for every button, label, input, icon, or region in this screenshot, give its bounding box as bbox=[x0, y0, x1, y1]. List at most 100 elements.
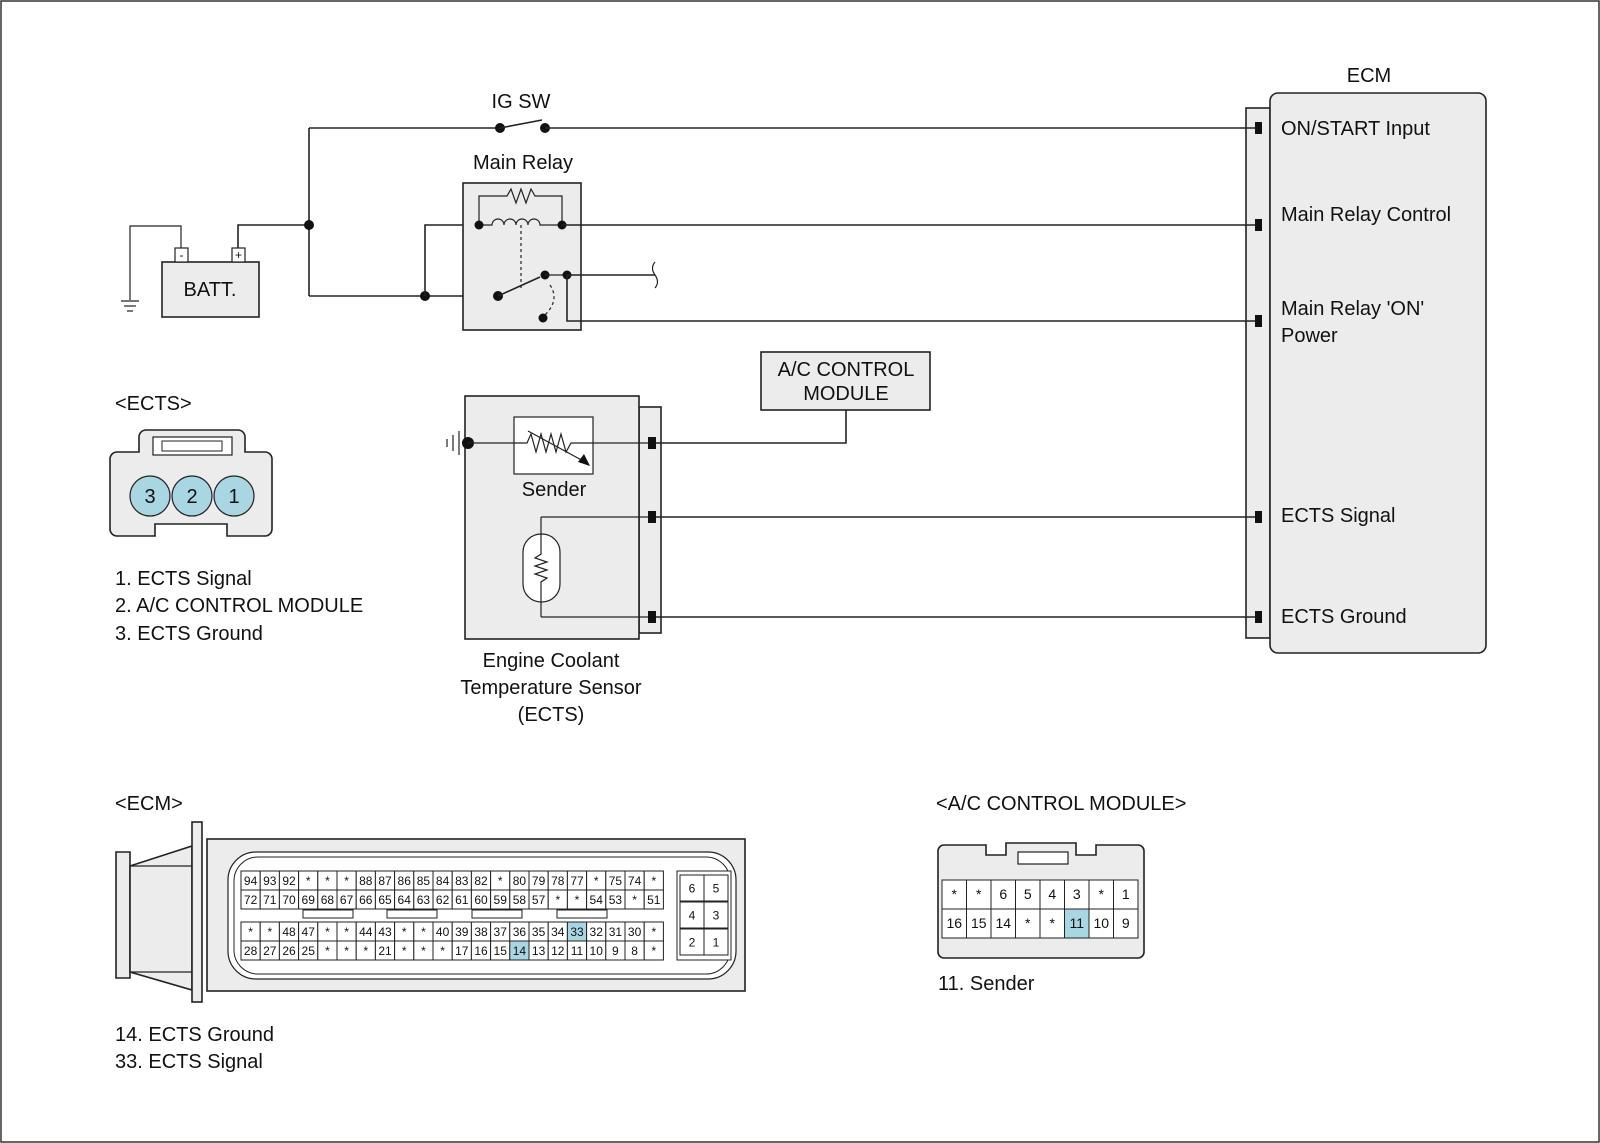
ecm-key-tab bbox=[471, 909, 523, 919]
ecm-connector-strip bbox=[1245, 107, 1271, 639]
pin-number: 80 bbox=[513, 874, 527, 888]
ecm-pin: * bbox=[317, 940, 338, 961]
ac-pin: 6 bbox=[990, 879, 1016, 910]
pin-number: 84 bbox=[436, 874, 450, 888]
pin-number: 35 bbox=[532, 925, 546, 939]
pin-number: 16 bbox=[474, 944, 488, 958]
ects-connector-latch bbox=[152, 436, 233, 456]
ac-legend-item: 11. Sender bbox=[938, 973, 1035, 995]
pin-number: 12 bbox=[551, 944, 565, 958]
ac-pin: 15 bbox=[966, 908, 992, 939]
pin-number: * bbox=[402, 925, 407, 939]
pin-number: 71 bbox=[263, 893, 277, 907]
ecm-pin: 80 bbox=[509, 870, 530, 891]
pin-number: 27 bbox=[263, 944, 277, 958]
pin-number: 5 bbox=[1024, 886, 1032, 902]
junction-dot bbox=[304, 220, 314, 230]
pin-number: 72 bbox=[244, 893, 258, 907]
pin-number: 8 bbox=[631, 944, 638, 958]
ac-pin: 3 bbox=[1064, 879, 1090, 910]
ecm-pin: * bbox=[643, 940, 664, 961]
ecm-pin: 15 bbox=[490, 940, 511, 961]
pin-number: 13 bbox=[532, 944, 546, 958]
ac-pin: 9 bbox=[1113, 908, 1139, 939]
relay-coil-feed-wire bbox=[424, 224, 479, 296]
ecm-pin: * bbox=[566, 889, 588, 910]
pin-number: 92 bbox=[282, 874, 296, 888]
ects-pin-1 bbox=[213, 475, 255, 517]
pin-number: * bbox=[267, 925, 272, 939]
ects-pin-2 bbox=[171, 475, 213, 517]
pin-number: 60 bbox=[474, 893, 488, 907]
pin-number: * bbox=[440, 944, 445, 958]
pin-number: 28 bbox=[244, 944, 258, 958]
ecm-side-pin: 6 bbox=[679, 874, 705, 902]
ac-pin: * bbox=[1088, 879, 1114, 910]
main-relay-label: Main Relay bbox=[473, 152, 573, 174]
ecm-pin: 32 bbox=[586, 921, 607, 942]
pin-number: 34 bbox=[551, 925, 565, 939]
pin-number: * bbox=[498, 874, 503, 888]
ecm-pin: 38 bbox=[470, 921, 492, 942]
sender-to-ac-wire bbox=[656, 410, 847, 444]
ects-name-line: Engine Coolant bbox=[483, 650, 620, 672]
pin-number: * bbox=[651, 925, 656, 939]
pin-number: 38 bbox=[474, 925, 488, 939]
ecm-pin: * bbox=[490, 870, 511, 891]
ecm-side-pin: 2 bbox=[679, 928, 705, 956]
pin-number: 14 bbox=[513, 944, 527, 958]
pin-number: * bbox=[651, 944, 656, 958]
ecm-pin: 88 bbox=[355, 870, 376, 891]
ects-terminal bbox=[648, 437, 656, 449]
ecm-terminal bbox=[1255, 611, 1262, 623]
pin-number: 14 bbox=[995, 915, 1011, 931]
pin-number: 11 bbox=[571, 944, 584, 958]
battery-minus-sign: - bbox=[180, 248, 184, 262]
ects-pin-number: 2 bbox=[186, 486, 197, 508]
ecm-pin: 39 bbox=[451, 921, 472, 942]
ecm-pin: 70 bbox=[278, 889, 300, 910]
ac-module-label-line1: A/C CONTROL bbox=[778, 359, 915, 381]
ecm-pin: * bbox=[240, 921, 261, 942]
ac-pin: 5 bbox=[1015, 879, 1041, 910]
battery-body bbox=[161, 261, 260, 318]
ecm-pin: 31 bbox=[605, 921, 626, 942]
pin-number: 1 bbox=[713, 936, 720, 950]
pin-number: 6 bbox=[999, 886, 1007, 902]
ecm-connector-plug bbox=[115, 821, 203, 1003]
sensor-circuit: A/C CONTROL MODULE Sender bbox=[446, 351, 1255, 726]
ecm-pin: 59 bbox=[490, 889, 511, 910]
pin-number: 1 bbox=[1122, 886, 1130, 902]
ac-pin: * bbox=[1039, 908, 1065, 939]
pin-number: 57 bbox=[532, 893, 546, 907]
ecm-terminal bbox=[1255, 315, 1262, 327]
pin-number: 25 bbox=[302, 944, 316, 958]
ecm-pin: 63 bbox=[413, 889, 434, 910]
ecm-side-pin: 5 bbox=[703, 874, 729, 902]
pin-number: 9 bbox=[612, 944, 619, 958]
ac-pin: * bbox=[966, 879, 992, 910]
ecm-pin: 17 bbox=[451, 940, 472, 961]
ecm-pin: 10 bbox=[586, 940, 607, 961]
pin-number: 21 bbox=[378, 944, 392, 958]
ground-icon bbox=[121, 300, 139, 312]
ecm-pin-label: ECTS Ground bbox=[1281, 606, 1407, 628]
sender-label: Sender bbox=[522, 479, 587, 501]
ecm-pin: 27 bbox=[259, 940, 280, 961]
ects-terminal bbox=[648, 611, 656, 623]
pin-number: 75 bbox=[609, 874, 623, 888]
ecm-pin: 12 bbox=[547, 940, 568, 961]
pin-number: 33 bbox=[570, 925, 584, 939]
ects-name-line: Temperature Sensor bbox=[460, 677, 642, 699]
pin-number: * bbox=[325, 874, 330, 888]
ecm-pin: 78 bbox=[547, 870, 568, 891]
ig-switch-label: IG SW bbox=[492, 91, 551, 113]
ecm-pin: 92 bbox=[278, 870, 300, 891]
ects-legend-item: 3. ECTS Ground bbox=[115, 623, 263, 645]
pin-number: 78 bbox=[551, 874, 565, 888]
ecm-connector-title: <ECM> bbox=[115, 793, 183, 815]
pin-number: 47 bbox=[302, 925, 316, 939]
